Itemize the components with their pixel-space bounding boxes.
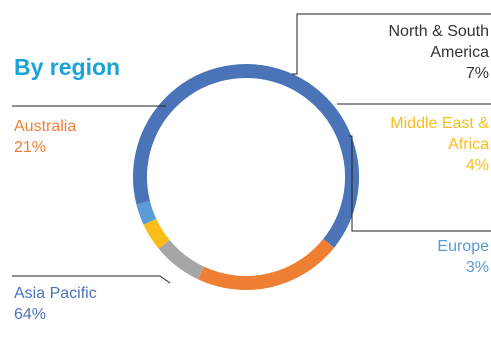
label-asia-pacific: Asia Pacific 64%: [14, 283, 97, 325]
label-americas-name-line2: America: [430, 44, 489, 61]
label-mea-name-line2: Africa: [448, 136, 489, 153]
slice-asia-pacific: [133, 64, 359, 248]
slice-europe: [136, 200, 157, 225]
label-asia-pacific-value: 64%: [14, 306, 47, 323]
label-australia-name: Australia: [14, 118, 77, 135]
label-australia: Australia 21%: [14, 116, 76, 158]
label-europe-name: Europe: [437, 238, 489, 255]
label-europe-value: 3%: [465, 259, 489, 276]
leader-europe: [349, 135, 491, 232]
slice-australia: [198, 238, 335, 290]
label-mea-name-line1: Middle East &: [390, 115, 489, 132]
slice-middle-east-africa: [143, 218, 170, 249]
leader-americas: [292, 13, 491, 75]
leader-asia-pacific: [12, 275, 171, 284]
label-americas: North & South America 7%: [389, 21, 490, 84]
label-europe: Europe 3%: [437, 236, 489, 278]
slice-americas: [158, 239, 205, 280]
chart-title: By region: [14, 54, 121, 80]
label-americas-value: 7%: [465, 65, 489, 82]
label-australia-value: 21%: [14, 139, 47, 156]
label-americas-name-line1: North & South: [388, 23, 490, 40]
label-asia-pacific-name: Asia Pacific: [14, 285, 97, 302]
label-middle-east-africa: Middle East & Africa 4%: [390, 113, 489, 176]
label-mea-value: 4%: [465, 157, 489, 174]
